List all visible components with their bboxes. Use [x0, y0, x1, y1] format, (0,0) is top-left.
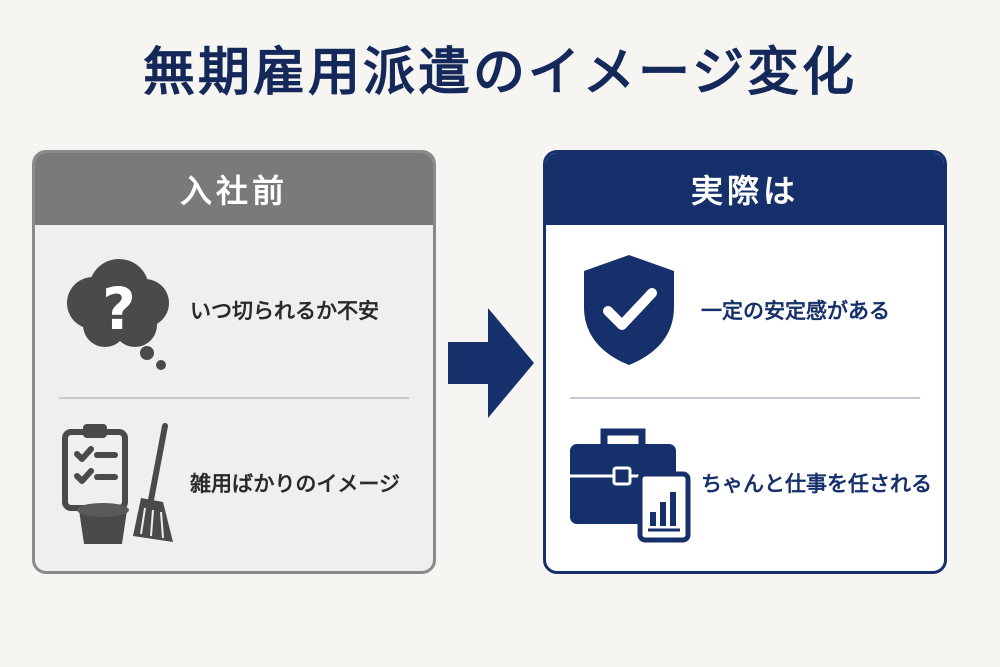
before-panel: 入社前 ? いつ切られるか不安 — [32, 150, 436, 574]
clipboard-bucket-broom-icon — [62, 423, 173, 544]
before-item-1-text: いつ切られるか不安 — [190, 299, 379, 323]
after-item-1-text: 一定の安定感がある — [701, 299, 890, 323]
svg-text:?: ? — [102, 275, 136, 343]
before-item-2-text: 雑用ばかりのイメージ — [190, 472, 400, 496]
briefcase-chart-icon — [570, 428, 691, 543]
after-panel: 実際は 一定の安定感がある ちゃんと仕事を任される — [543, 150, 947, 574]
arrow-right-icon — [448, 308, 534, 418]
after-item-2: ちゃんと仕事を任される — [546, 398, 944, 568]
after-divider — [570, 397, 920, 399]
question-cloud-icon: ? — [67, 259, 169, 370]
shield-check-icon — [584, 255, 674, 365]
after-item-2-text: ちゃんと仕事を任される — [701, 472, 932, 496]
before-divider — [59, 397, 409, 399]
after-panel-header: 実際は — [546, 153, 944, 225]
page-title: 無期雇用派遣のイメージ変化 — [143, 43, 857, 103]
after-item-1: 一定の安定感がある — [546, 225, 944, 395]
before-item-1: ? いつ切られるか不安 — [35, 225, 433, 395]
before-panel-header: 入社前 — [35, 153, 433, 225]
before-item-2: 雑用ばかりのイメージ — [35, 398, 433, 568]
